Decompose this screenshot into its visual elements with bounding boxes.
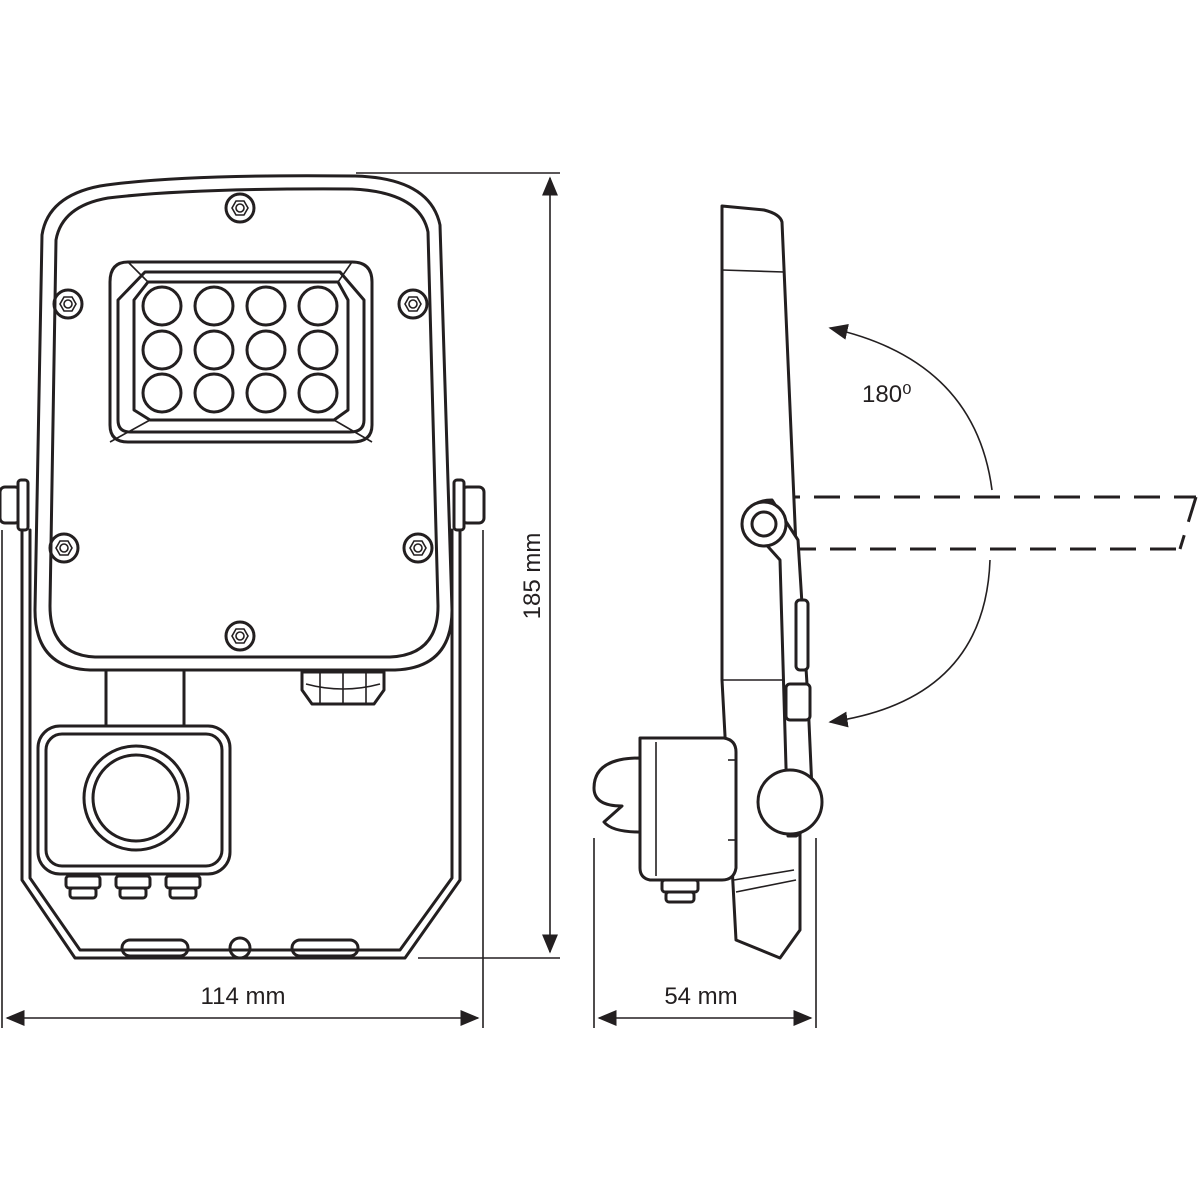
cable-gland [300,670,386,706]
rotation-arcs [828,323,993,728]
rotated-position-outline [772,495,1198,551]
led-lens [245,285,287,327]
sensor-lens [82,744,190,852]
pivot-knob [740,500,788,548]
led-lens [245,372,287,414]
led-lens-array [141,285,339,414]
led-lens [297,285,339,327]
depth-label: 54 mm [664,983,737,1010]
sensor-stem [104,663,186,729]
height-label: 185 mm [519,533,546,620]
led-lens [193,285,235,327]
motion-sensor [36,724,232,876]
mounting-bracket [20,528,462,960]
sensor-side [592,736,738,904]
side-knob-left [0,478,30,532]
led-lens [193,372,235,414]
led-lens [297,329,339,371]
led-module [108,260,374,444]
side-knob-right [452,478,486,532]
side-view: 180⁰ [592,204,1198,960]
led-lens [245,329,287,371]
rotation-angle-label: 180⁰ [862,381,912,408]
led-lens [193,329,235,371]
led-lens [297,372,339,414]
sensor-glands [64,874,202,900]
height-dimension: 185 mm [356,172,560,959]
led-lens [141,372,183,414]
led-lens [141,329,183,371]
front-view [0,174,486,960]
width-dimension: 114 mm [1,530,484,1028]
bracket-arm-side [742,498,824,838]
width-label: 114 mm [201,983,286,1010]
housing-screws [48,192,434,652]
led-lens [141,285,183,327]
depth-dimension: 54 mm [593,838,817,1028]
